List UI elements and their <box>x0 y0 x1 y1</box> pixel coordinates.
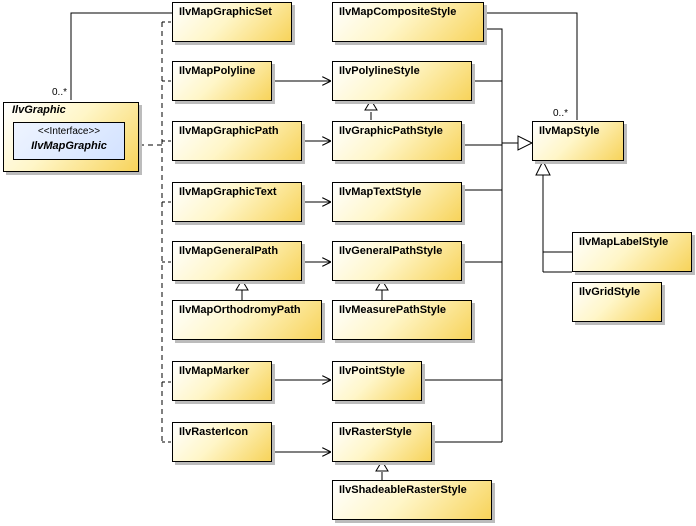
class-map-graphic-set[interactable]: IlvMapGraphicSet <box>172 2 292 42</box>
class-map-composite-style[interactable]: IlvMapCompositeStyle <box>332 2 484 42</box>
interface-stereotype: <<Interface>> <box>37 126 101 137</box>
class-grid-style[interactable]: IlvGridStyle <box>572 282 662 322</box>
class-map-orthodromy-path[interactable]: IlvMapOrthodromyPath <box>172 300 322 340</box>
generalization-head-label-grid <box>535 159 551 176</box>
class-general-path-style[interactable]: IlvGeneralPathStyle <box>332 241 462 281</box>
class-map-style[interactable]: IlvMapStyle <box>532 121 624 161</box>
class-point-style[interactable]: IlvPointStyle <box>332 361 422 401</box>
class-map-graphic-text[interactable]: IlvMapGraphicText <box>172 182 302 222</box>
class-raster-icon[interactable]: IlvRasterIcon <box>172 422 272 462</box>
class-graphic-path-style[interactable]: IlvGraphicPathStyle <box>332 121 462 161</box>
composite-style-link <box>484 12 578 120</box>
class-shadeable-raster-style[interactable]: IlvShadeableRasterStyle <box>332 480 492 520</box>
ilv-map-graphic-interface[interactable]: <<Interface>> IlvMapGraphic <box>13 122 125 160</box>
ilv-graphic-title: IlvGraphic <box>12 104 66 116</box>
class-map-graphic-path[interactable]: IlvMapGraphicPath <box>172 121 302 161</box>
multiplicity-graphic-set: 0..* <box>52 87 68 98</box>
ilv-graphic-class[interactable]: IlvGraphic <<Interface>> IlvMapGraphic <box>3 102 139 172</box>
generalization-head-map-style <box>517 135 534 151</box>
class-raster-style[interactable]: IlvRasterStyle <box>332 422 432 462</box>
class-polyline-style[interactable]: IlvPolylineStyle <box>332 61 472 101</box>
class-map-polyline[interactable]: IlvMapPolyline <box>172 61 272 101</box>
graphic-set-link <box>70 12 172 100</box>
class-map-general-path[interactable]: IlvMapGeneralPath <box>172 241 302 281</box>
class-measure-path-style[interactable]: IlvMeasurePathStyle <box>332 300 472 340</box>
class-map-text-style[interactable]: IlvMapTextStyle <box>332 182 462 222</box>
class-map-marker[interactable]: IlvMapMarker <box>172 361 272 401</box>
class-map-label-style[interactable]: IlvMapLabelStyle <box>572 232 692 272</box>
style-bus <box>484 28 503 442</box>
interface-name: IlvMapGraphic <box>31 140 107 152</box>
multiplicity-map-style: 0..* <box>553 108 569 119</box>
